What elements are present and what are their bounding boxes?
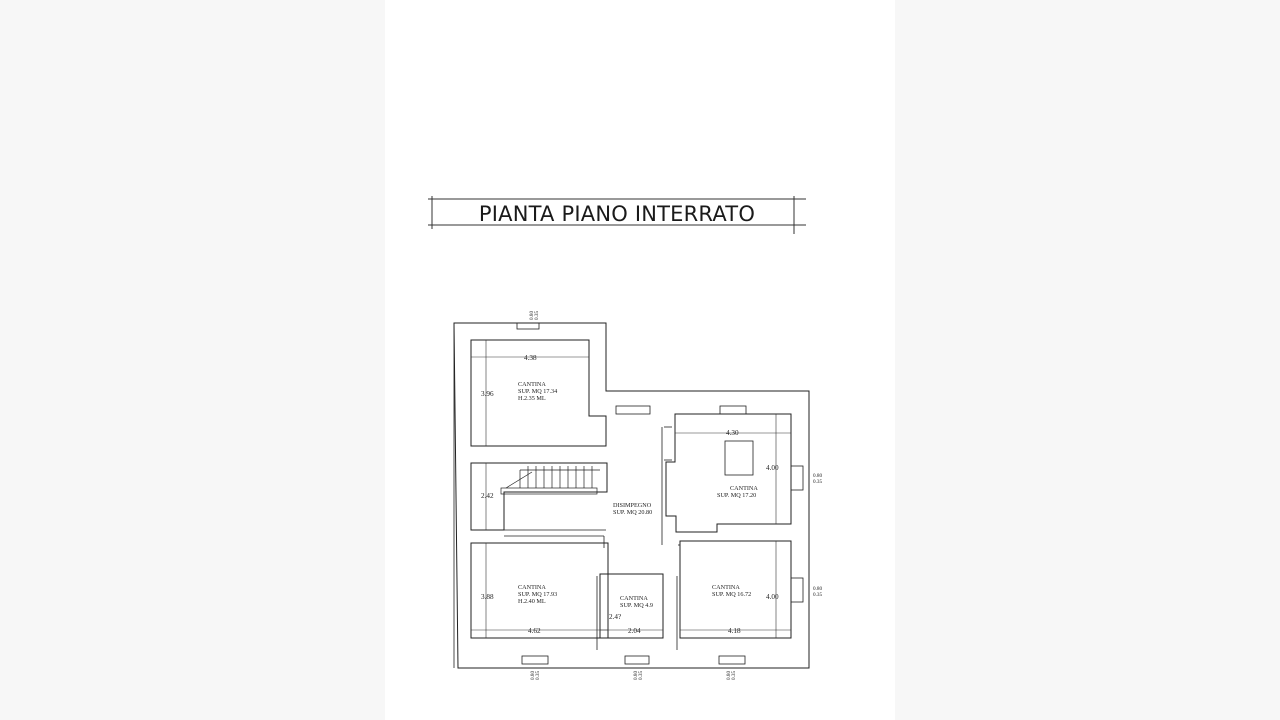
window-bottom-center-h: 0.35 bbox=[638, 671, 644, 680]
niche-right-upper bbox=[790, 465, 804, 491]
drawing-sheet bbox=[385, 0, 895, 720]
niche-bottom-center bbox=[624, 655, 650, 665]
room1-height: H.2.35 ML bbox=[518, 395, 546, 402]
window-right-lower-w: 0.80 bbox=[813, 586, 822, 592]
window-bottom-right-h: 0.35 bbox=[731, 671, 737, 680]
fireplace-box bbox=[724, 440, 754, 476]
outer-wall bbox=[453, 322, 810, 669]
floor-plan: CANTINA SUP. MQ 17.34 H.2.35 ML CANTINA … bbox=[453, 311, 822, 680]
room2-name: CANTINA bbox=[730, 485, 758, 492]
dim-middle-left-height: 2.42 bbox=[481, 492, 494, 500]
dim-top-left-height: 3.96 bbox=[481, 390, 494, 398]
window-bottom-center-w: 0.80 bbox=[633, 671, 639, 680]
room3-name: DISIMPEGNO bbox=[613, 502, 652, 509]
dim-bottom-center-width: 2.04 bbox=[628, 627, 641, 635]
window-right-upper-h: 0.35 bbox=[813, 479, 822, 485]
plan-title: PIANTA PIANO INTERRATO bbox=[478, 202, 756, 226]
dim-bottom-left-height: 3.88 bbox=[481, 593, 494, 601]
room-stair bbox=[470, 462, 608, 531]
window-top-h: 0.35 bbox=[534, 311, 540, 320]
window-bottom-left-w: 0.80 bbox=[530, 671, 536, 680]
window-right-upper-w: 0.80 bbox=[813, 473, 822, 479]
room-cantina-6 bbox=[679, 540, 792, 639]
title-frame bbox=[428, 196, 806, 234]
dim-bottom-center-height: 2.4? bbox=[609, 613, 621, 621]
room-cantina-5 bbox=[599, 573, 664, 639]
dim-top-right-height: 4.00 bbox=[766, 464, 779, 472]
window-top-w: 0.80 bbox=[529, 311, 535, 320]
room4-area: SUP. MQ 17.93 bbox=[518, 591, 557, 598]
niche-right-lower bbox=[790, 577, 804, 603]
dim-top-left-width: 4.38 bbox=[524, 354, 537, 362]
niche-bottom-right bbox=[718, 655, 746, 665]
room6-area: SUP. MQ 16.72 bbox=[712, 591, 751, 598]
title-block: PIANTA PIANO INTERRATO bbox=[428, 196, 806, 234]
room4-name: CANTINA bbox=[518, 584, 546, 591]
niche-bottom-left bbox=[521, 655, 549, 665]
room5-name: CANTINA bbox=[620, 595, 648, 602]
dim-top-right-width: 4.30 bbox=[726, 429, 739, 437]
dim-bottom-left-width: 4.62 bbox=[528, 627, 541, 635]
staircase bbox=[500, 466, 600, 495]
room-cantina-4 bbox=[470, 542, 609, 639]
niche-top-right bbox=[719, 405, 747, 415]
room1-name: CANTINA bbox=[518, 381, 546, 388]
window-right-lower-h: 0.35 bbox=[813, 592, 822, 598]
window-bottom-left-h: 0.35 bbox=[535, 671, 541, 680]
room3-area: SUP. MQ 20.80 bbox=[613, 509, 652, 516]
window-bottom-right-w: 0.80 bbox=[726, 671, 732, 680]
niche-top-left bbox=[516, 322, 540, 330]
room5-area: SUP. MQ 4.9 bbox=[620, 602, 653, 609]
niche-hall bbox=[615, 405, 651, 415]
room4-height: H.2.40 ML bbox=[518, 598, 546, 605]
dim-bottom-right-height: 4.00 bbox=[766, 593, 779, 601]
room-cantina-1 bbox=[470, 339, 607, 447]
room2-area: SUP. MQ 17.20 bbox=[717, 492, 756, 499]
room1-area: SUP. MQ 17.34 bbox=[518, 388, 557, 395]
dim-bottom-right-width: 4.18 bbox=[728, 627, 741, 635]
room6-name: CANTINA bbox=[712, 584, 740, 591]
